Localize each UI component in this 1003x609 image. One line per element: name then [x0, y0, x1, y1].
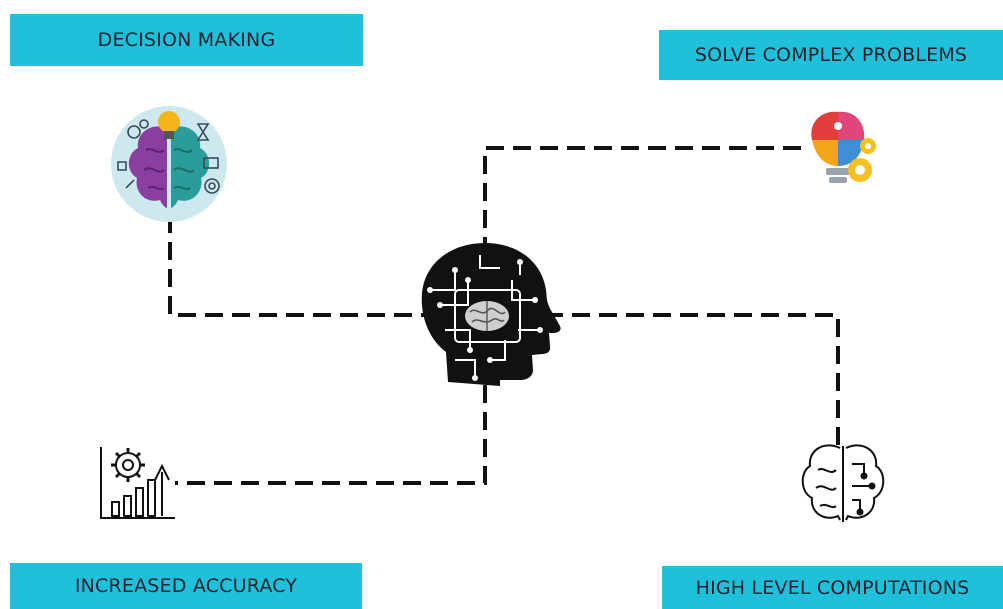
label-solve-complex-problems: SOLVE COMPLEX PROBLEMS [659, 30, 1003, 80]
label-decision-making-text: DECISION MAKING [97, 29, 276, 51]
connectors [168, 146, 840, 485]
connector-high-level-computations [545, 313, 840, 450]
label-solve-complex-problems-text: SOLVE COMPLEX PROBLEMS [694, 44, 968, 66]
label-increased-accuracy: INCREASED ACCURACY [10, 563, 362, 609]
label-increased-accuracy-text: INCREASED ACCURACY [74, 575, 298, 597]
puzzle-bulb-gears-icon [811, 111, 876, 183]
colorful-brain-bulb-icon [111, 106, 227, 222]
label-high-level-computations: HIGH LEVEL COMPUTATIONS [662, 566, 1003, 609]
connector-increased-accuracy [175, 385, 487, 485]
connector-decision-making [168, 215, 425, 317]
label-high-level-computations-text: HIGH LEVEL COMPUTATIONS [695, 576, 970, 599]
brain-circuit-outline-icon [801, 444, 885, 522]
ai-circuit-head-icon [421, 243, 561, 386]
gear-bar-chart-growth-icon [100, 447, 175, 519]
mini-brain [465, 301, 509, 331]
connector-solve-complex-problems [483, 146, 805, 255]
label-decision-making: DECISION MAKING [10, 14, 363, 66]
